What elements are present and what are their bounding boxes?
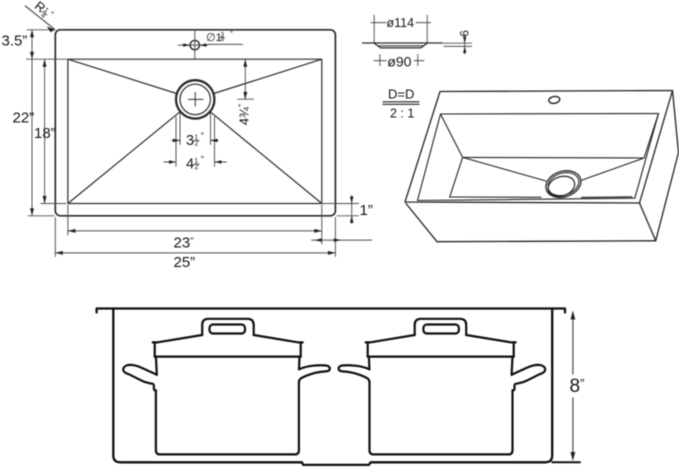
svg-text:2: 2 [195, 164, 199, 171]
svg-text:23”: 23” [174, 235, 194, 252]
svg-text:”: ” [201, 131, 204, 141]
svg-text:2 : 1: 2 : 1 [390, 107, 414, 121]
svg-text:ø90: ø90 [387, 53, 411, 69]
svg-text:1: 1 [194, 135, 198, 142]
svg-text:”: ” [230, 30, 233, 39]
svg-text:2: 2 [195, 140, 199, 147]
svg-text:8”: 8” [570, 376, 585, 397]
svg-text:6: 6 [457, 30, 471, 37]
svg-text:∅1: ∅1 [206, 32, 222, 44]
svg-text:1: 1 [42, 7, 49, 15]
svg-text:4: 4 [39, 12, 46, 20]
svg-text:ø114: ø114 [387, 16, 415, 30]
svg-text:”: ” [47, 9, 56, 19]
svg-text:3.5”: 3.5” [2, 33, 28, 50]
svg-text:3: 3 [186, 133, 194, 149]
svg-text:4¾”: 4¾” [237, 104, 252, 125]
svg-text:D=D: D=D [388, 86, 414, 101]
svg-text:3: 3 [220, 32, 224, 39]
svg-text:”: ” [201, 154, 204, 164]
svg-text:18”: 18” [34, 125, 56, 142]
svg-text:1: 1 [194, 158, 198, 165]
svg-text:25”: 25” [174, 254, 196, 271]
svg-text:4: 4 [186, 157, 194, 173]
svg-text:1”: 1” [360, 202, 373, 219]
svg-text:22”: 22” [13, 109, 35, 126]
svg-text:8: 8 [221, 36, 225, 43]
